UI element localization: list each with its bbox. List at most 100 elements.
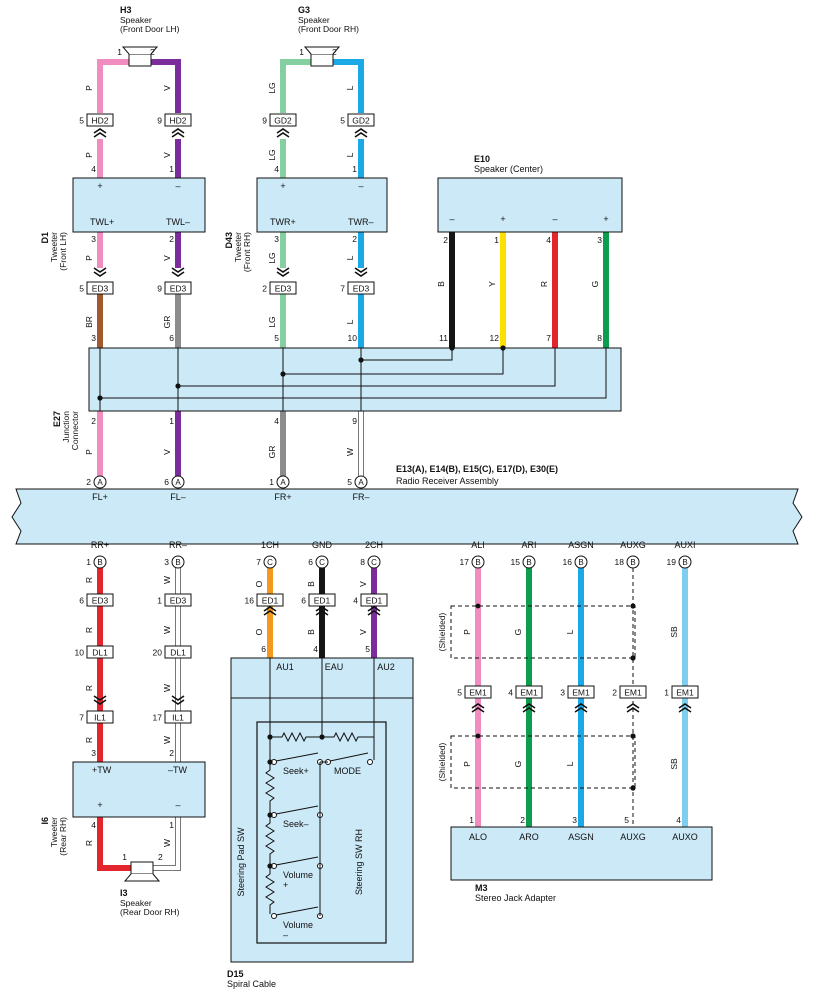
component-name: Speaker (Center)	[474, 164, 543, 174]
pin-number: 6	[308, 557, 313, 567]
wire-color-label: V	[162, 255, 172, 261]
pin-number: 3	[597, 235, 602, 245]
switch-volume-minus-label: Volume	[283, 920, 313, 930]
terminal-auxg: AUXG	[620, 832, 646, 842]
receiver-connector-letter: C	[319, 558, 325, 567]
receiver-pin-circle	[171, 555, 185, 569]
junction-dot	[267, 759, 273, 765]
wire-color-label: G	[513, 629, 523, 636]
receiver-pin-circle	[171, 475, 185, 489]
connector-label: ED1	[262, 596, 279, 606]
terminal-sign: –	[552, 214, 557, 224]
connector-box	[164, 593, 192, 607]
wire-color-label: L	[565, 761, 575, 766]
pin-number: 5	[274, 333, 279, 343]
terminal-sign: +	[500, 214, 505, 224]
junction-dot	[175, 383, 181, 389]
terminal-plus: +	[97, 181, 102, 191]
switch-seek-minus-label: Seek–	[283, 819, 309, 829]
pin-number: 5	[347, 477, 352, 487]
pin-number: 2	[158, 852, 163, 862]
connector-box	[360, 593, 388, 607]
pin-number: 5	[340, 116, 345, 126]
pin-number: 4	[274, 164, 279, 174]
receiver-pin-circle	[574, 555, 588, 569]
wire-color-label: L	[345, 255, 355, 260]
receiver-box	[11, 488, 803, 545]
pin-number: 1	[169, 416, 174, 426]
connector-label: EM1	[520, 688, 538, 698]
shielded-label: (Shielded)	[437, 612, 447, 651]
pin-number: 7	[546, 333, 551, 343]
component-name: Speaker	[120, 15, 152, 25]
pin-number: 1	[352, 164, 357, 174]
pin-number: 5	[79, 116, 84, 126]
terminal-au2: AU2	[377, 662, 395, 672]
connector-box	[86, 710, 114, 724]
pin-number: 1	[664, 688, 669, 698]
terminal-rr_m: RR–	[169, 540, 187, 550]
connector-label: ED3	[92, 284, 109, 294]
junction-dot	[267, 863, 273, 869]
pin-number: 6	[261, 644, 266, 654]
terminal-auxg: AUXG	[620, 540, 646, 550]
switch-volume-plus-label: Volume	[283, 870, 313, 880]
pin-number: 3	[572, 815, 577, 825]
terminal-asgn: ASGN	[568, 832, 594, 842]
chevron-up-icon	[315, 606, 329, 616]
pin-number: 1	[157, 596, 162, 606]
terminal-tw-plus: +TW	[92, 765, 112, 775]
steering-rh-label: Steering SW RH	[354, 829, 364, 895]
component-id: E27	[52, 411, 62, 427]
component-name: Speaker	[298, 15, 330, 25]
wire-color-label: LG	[267, 316, 277, 327]
wire-V	[151, 59, 181, 113]
pin-number: 7	[79, 713, 84, 723]
wire-color-label: V	[358, 581, 368, 587]
terminal-minus: –	[358, 181, 363, 191]
chevron-up-icon	[574, 703, 588, 713]
pin-number: 1	[169, 164, 174, 174]
component-id: M3	[475, 883, 488, 893]
receiver-connector-letter: B	[175, 558, 180, 567]
connector-box	[567, 685, 595, 699]
terminal-sign: –	[449, 214, 454, 224]
chevron-up-icon	[354, 128, 368, 138]
receiver-pin-circle	[522, 555, 536, 569]
receiver-connector-letter: C	[371, 558, 377, 567]
switch-seek-plus-label: Seek+	[283, 766, 309, 776]
terminal-ch2: 2CH	[365, 540, 383, 550]
connector-box	[308, 593, 336, 607]
pin-number: 3	[91, 748, 96, 758]
wire-color-label: B	[306, 629, 316, 635]
receiver-pin-circle	[93, 555, 107, 569]
terminal-alo: ALO	[469, 832, 487, 842]
component-id: E13(A), E14(B), E15(C), E17(D), E30(E)	[396, 464, 558, 474]
wire-color-label: SB	[669, 758, 679, 770]
connector-box	[671, 685, 699, 699]
chevron-up-icon	[471, 703, 485, 713]
pin-number: 1	[269, 477, 274, 487]
connector-label: DL1	[170, 648, 186, 658]
junction-dot	[630, 655, 636, 661]
component-id: I6	[40, 817, 50, 825]
pin-number: 4	[313, 644, 318, 654]
receiver-connector-letter: B	[475, 558, 480, 567]
pin-number: 20	[153, 648, 163, 658]
component-name: Connector	[70, 411, 80, 450]
receiver-pin-circle	[626, 555, 640, 569]
pin-number: 5	[624, 815, 629, 825]
component-name: (Rear Door RH)	[120, 907, 180, 917]
pin-number: 2	[86, 477, 91, 487]
pin-number: 2	[352, 234, 357, 244]
shield-outline	[450, 605, 636, 659]
receiver-pin-circle	[263, 555, 277, 569]
pin-number: 6	[301, 596, 306, 606]
pin-number: 7	[340, 284, 345, 294]
terminal-fl-plus: FL+	[92, 492, 108, 502]
wire-color-label: R	[84, 627, 94, 633]
component-name: Spiral Cable	[227, 979, 276, 989]
connector-label: EM1	[469, 688, 487, 698]
wire-color-label: V	[358, 629, 368, 635]
